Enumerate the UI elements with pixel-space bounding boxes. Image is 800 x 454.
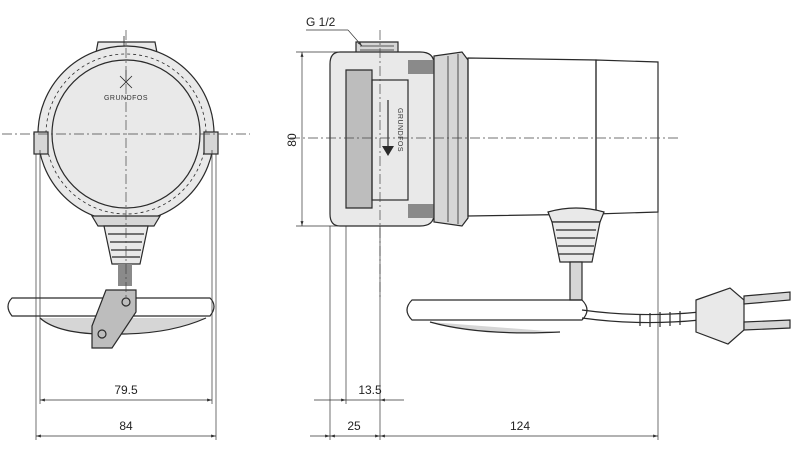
- dim-label-79-5: 79.5: [114, 383, 138, 397]
- motor-end-cap: [595, 59, 659, 215]
- dimension-height: 80: [285, 51, 340, 227]
- flow-chamber: [371, 79, 409, 201]
- side-terminal-box: [547, 207, 605, 223]
- front-view: GRUNDFOS: [2, 30, 250, 440]
- power-cable: [581, 309, 701, 316]
- arrow-brand-text: GRUNDFOS: [396, 108, 403, 152]
- cable-loop-front: [7, 297, 215, 317]
- cable-loop-side: [406, 299, 588, 321]
- union-nut: [433, 51, 469, 227]
- dim-label-13-5: 13.5: [358, 383, 382, 397]
- dim-label-84: 84: [119, 419, 133, 433]
- dimension-length: 124: [380, 419, 658, 438]
- power-plug: [695, 287, 791, 345]
- flow-direction-arrow: GRUNDFOS: [382, 100, 403, 156]
- side-view: GRUNDFOS: [290, 30, 791, 345]
- dim-label-25: 25: [347, 419, 361, 433]
- thread-label: G 1/2: [306, 15, 336, 29]
- plug-strain-relief: [639, 311, 681, 327]
- plug-pin-upper: [743, 291, 791, 305]
- dimension-width-inner: 79.5: [40, 383, 212, 402]
- dimension-port-offset: 25: [310, 419, 380, 438]
- left-clamp: [33, 131, 49, 155]
- pipe-channel: [346, 70, 372, 208]
- mounting-bracket: [91, 289, 137, 349]
- cable-sag-side: [429, 321, 561, 334]
- dimension-width-outer: 84: [36, 419, 216, 438]
- thread-callout: G 1/2: [306, 15, 363, 47]
- motor-barrel: [467, 57, 597, 217]
- dim-label-80: 80: [285, 133, 299, 147]
- right-clamp: [203, 131, 219, 155]
- terminal-box: [90, 215, 162, 227]
- side-cable-gland: [551, 221, 601, 301]
- dimension-offset-small: 13.5: [314, 383, 404, 402]
- plug-pin-lower: [743, 319, 791, 331]
- dim-label-124: 124: [510, 419, 530, 433]
